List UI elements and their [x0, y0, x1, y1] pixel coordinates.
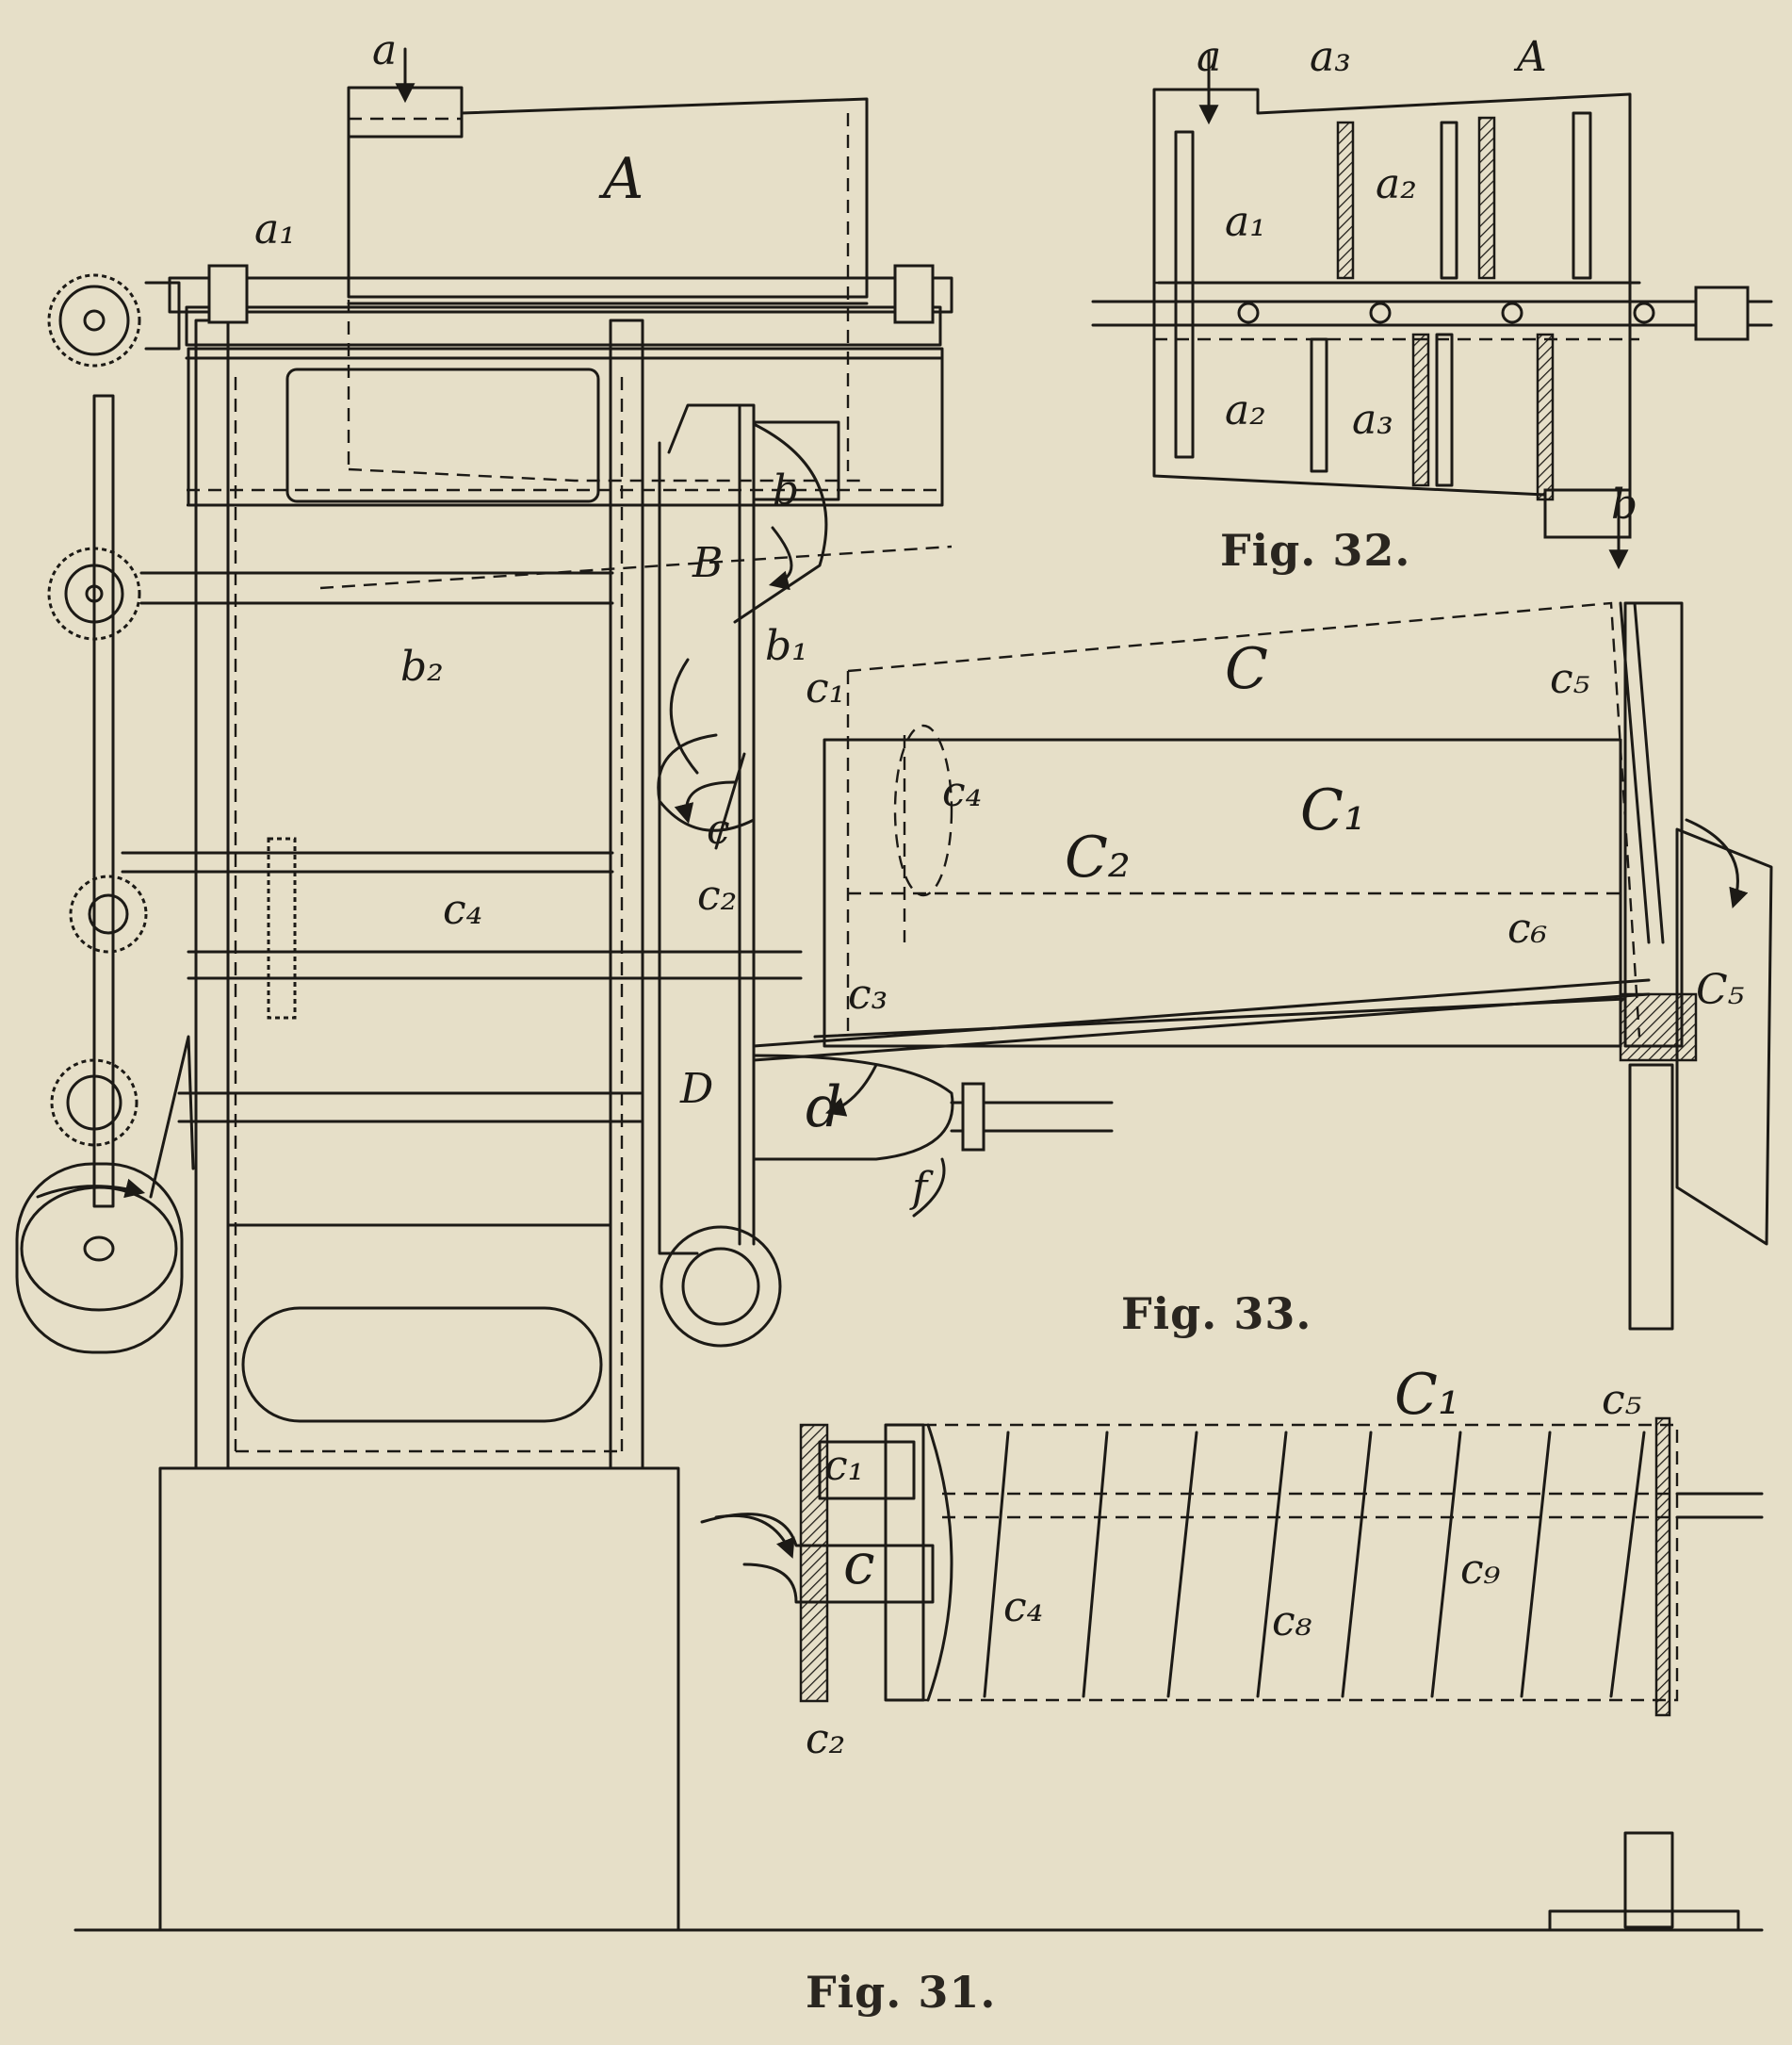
label-c1: c₁	[806, 664, 845, 712]
label-c2: c₂	[697, 872, 737, 920]
label-c5: c₅	[1550, 655, 1590, 703]
fig32-label-a2-top: a₂	[1376, 160, 1417, 208]
fig33-label-c9: c₉	[1460, 1546, 1501, 1594]
label-d: d	[806, 1074, 841, 1140]
label-a1: a₁	[254, 205, 296, 254]
label-C: C	[1225, 636, 1268, 702]
fig31-labels: a A a₁ b B b₁ b₂ c₁ c c₂ c₃ c₄ c₄ C C₁ C…	[254, 26, 1745, 1212]
label-B: B	[692, 539, 723, 587]
label-f: f	[909, 1164, 934, 1212]
label-D: D	[679, 1065, 713, 1113]
shaft-a1	[168, 264, 953, 324]
label-a: a	[372, 26, 397, 74]
label-c4-top: c₄	[942, 768, 982, 816]
label-C2: C₂	[1065, 825, 1131, 891]
fig32-label-a3-bottom: a₃	[1352, 396, 1393, 444]
fig33-screw-conveyor	[700, 1416, 1764, 1717]
fig31-caption: Fig. 31.	[806, 1967, 996, 2018]
outlet-C5	[1619, 601, 1773, 1331]
vertical-drive-shaft	[92, 394, 115, 1208]
label-b1: b₁	[765, 622, 808, 670]
pedestal-base	[158, 1466, 680, 1932]
fig32-labels: a a₃ A a₁ a₂ a₂ a₃ b Fig. 32.	[1197, 33, 1637, 576]
label-A: A	[598, 146, 643, 212]
fig32-drum-section	[1091, 50, 1773, 570]
fig32-label-a: a	[1197, 33, 1221, 81]
label-C1: C₁	[1300, 777, 1366, 843]
machine-frame	[185, 305, 944, 1470]
label-b2: b₂	[400, 643, 444, 691]
label-b: b	[773, 466, 799, 515]
fig33-label-c4: c₄	[1003, 1583, 1043, 1631]
label-c3: c₃	[848, 971, 888, 1019]
fig33-label-c8: c₈	[1272, 1597, 1312, 1645]
fig32-caption: Fig. 32.	[1220, 525, 1410, 576]
label-c6: c₆	[1507, 905, 1547, 953]
fig33-label-c5: c₅	[1602, 1376, 1642, 1424]
standing-post	[1548, 1831, 1740, 1932]
label-c: c	[707, 806, 730, 854]
fig32-label-a1: a₁	[1225, 198, 1266, 246]
fig33-labels: C₁ c₅ c₁ c c₂ c₄ c₈ c₉ Fig. 33.	[806, 1288, 1642, 1763]
label-C5-outlet: C₅	[1696, 966, 1745, 1014]
fig32-label-b: b	[1611, 481, 1637, 529]
label-c4-shaft: c₄	[443, 886, 482, 934]
pulley-D	[660, 1225, 782, 1348]
frame-window-oval	[241, 1306, 603, 1423]
fig33-label-c1: c₁	[824, 1442, 864, 1490]
fig33-caption: Fig. 33.	[1121, 1288, 1311, 1339]
fig32-label-a2-bottom: a₂	[1225, 386, 1266, 434]
hopper-A	[347, 47, 869, 483]
inlet-c	[657, 733, 756, 832]
gear-train	[47, 273, 297, 1147]
fig33-label-c: c	[843, 1531, 875, 1597]
trough-C	[752, 601, 1651, 1062]
fig31-machine	[15, 47, 1773, 1932]
fig33-label-c2: c₂	[806, 1715, 845, 1763]
fig33-label-C1: C₁	[1394, 1362, 1460, 1428]
drive-pulley	[15, 1035, 195, 1354]
fig32-label-a3-top: a₃	[1310, 33, 1351, 81]
outlet-d	[752, 1054, 1114, 1218]
fig32-label-A: A	[1513, 33, 1547, 81]
shaft-c4	[121, 851, 803, 980]
